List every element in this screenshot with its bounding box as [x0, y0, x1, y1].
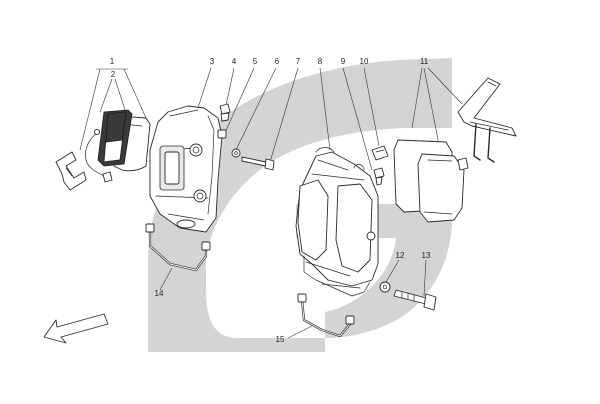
leader-4 [235, 67, 277, 151]
watermark-arc-upper [148, 58, 452, 258]
leader-9 [319, 67, 331, 151]
callout-12: 12 [396, 251, 405, 260]
callout-4: 6 [275, 57, 280, 66]
mounting-bolt-right-part [393, 289, 437, 311]
leader-13 [342, 67, 373, 171]
leader-3 [269, 67, 299, 163]
callout-1: 3 [210, 57, 215, 66]
pad-spring-part [55, 151, 87, 191]
leader-10 [287, 325, 313, 339]
leader-11 [423, 259, 427, 297]
leader-2 [159, 267, 173, 291]
leader-6 [224, 67, 235, 111]
mounting-bolt-left-part [241, 156, 275, 171]
callout-11: 13 [422, 251, 431, 260]
callout-15: 11 [420, 57, 429, 66]
watermark-arc-lower [148, 258, 325, 352]
callout-9: 8 [318, 57, 323, 66]
callout-14: 10 [360, 57, 369, 66]
pad-spring-right-part [457, 77, 517, 163]
callout-8: 2 [111, 70, 116, 79]
left-caliper-part [149, 105, 223, 233]
callout-6: 4 [232, 57, 237, 66]
callout-5: 5 [253, 57, 258, 66]
washer-part [231, 148, 241, 158]
right-brake-pipe-part [297, 293, 355, 338]
leader-12 [385, 259, 400, 283]
callout-7: 1 [110, 57, 115, 66]
callout-10: 15 [276, 335, 285, 344]
leader-8 [99, 78, 128, 117]
callout-labels: 1 2 3 4 5 6 7 8 9 10 11 12 13 14 15 [110, 57, 431, 344]
leader-5 [223, 67, 255, 136]
bleed-screw-right-part [373, 167, 385, 186]
bleed-screw-part [219, 103, 231, 122]
callout-2: 14 [155, 289, 164, 298]
washer-right-part [379, 281, 391, 293]
bleed-cap-right-part [371, 145, 389, 161]
leader-7 [79, 68, 147, 151]
leader-lines [79, 67, 463, 339]
bleed-cap-part [217, 129, 227, 139]
leader-14 [363, 67, 380, 147]
left-brake-pipe-part [145, 223, 211, 272]
right-brake-pads-part [393, 139, 469, 223]
left-brake-pads-part [97, 109, 151, 172]
leader-15 [411, 67, 463, 151]
wear-sensor-part [85, 128, 113, 183]
callout-13: 9 [341, 57, 346, 66]
callout-3: 7 [296, 57, 301, 66]
direction-arrow [43, 313, 109, 344]
right-caliper-part [295, 147, 379, 297]
